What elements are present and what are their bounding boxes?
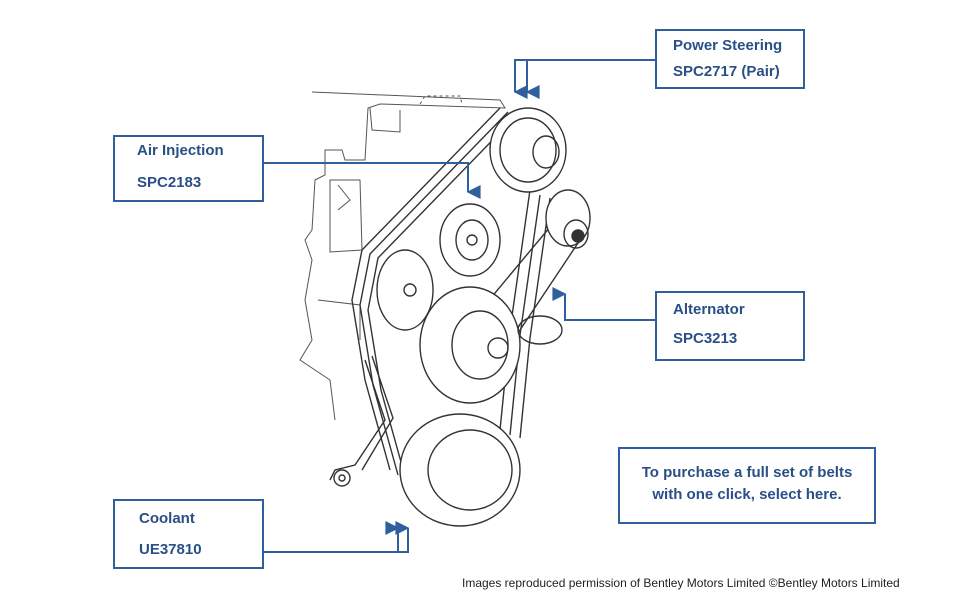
- power-steering-leader: [513, 59, 655, 99]
- air-injection-label: Air Injection: [137, 142, 224, 159]
- coolant-callout: Coolant UE37810: [113, 499, 264, 569]
- image-credit: Images reproduced permission of Bentley …: [462, 576, 900, 590]
- crank-pulley: [419, 286, 521, 404]
- purchase-line-2: with one click, select here.: [652, 486, 842, 503]
- alternator-leader: [552, 287, 655, 321]
- alternator-part-number: SPC3213: [673, 330, 738, 347]
- air-injection-part-number: SPC2183: [137, 174, 202, 191]
- pulleys: [376, 107, 591, 527]
- leader-lines: [264, 59, 655, 553]
- tensioner-arm: [329, 355, 394, 487]
- power-steering-callout: Power Steering SPC2717 (Pair): [655, 29, 805, 89]
- coolant-part-number: UE37810: [139, 541, 202, 558]
- coolant-leader: [264, 521, 410, 553]
- air-injection-pulley: [439, 203, 501, 277]
- power-steering-part-number: SPC2717 (Pair): [673, 63, 780, 80]
- purchase-all-belts-button[interactable]: To purchase a full set of belts with one…: [618, 447, 876, 524]
- coolant-label: Coolant: [139, 510, 195, 527]
- power-steering-pulley: [489, 107, 567, 193]
- alternator-label: Alternator: [673, 301, 745, 318]
- alternator-callout: Alternator SPC3213: [655, 291, 805, 361]
- purchase-line-1: To purchase a full set of belts: [641, 464, 853, 481]
- idler-pulley: [376, 249, 434, 331]
- coolant-pulley: [399, 413, 521, 527]
- air-injection-leader: [264, 162, 481, 199]
- air-injection-callout: Air Injection SPC2183: [113, 135, 264, 202]
- power-steering-label: Power Steering: [673, 37, 783, 54]
